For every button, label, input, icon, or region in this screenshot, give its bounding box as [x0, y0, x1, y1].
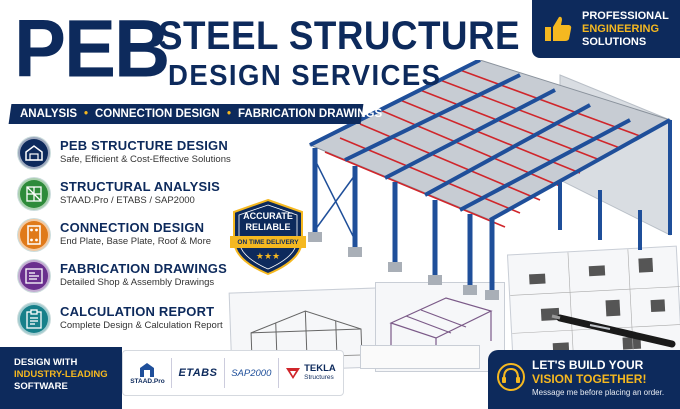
staad-building-icon — [140, 362, 155, 377]
software-label: DESIGN WITH INDUSTRY-LEADING SOFTWARE — [0, 347, 122, 409]
service-subtitle: Safe, Efficient & Cost-Effective Solutio… — [60, 154, 231, 165]
software-label-line-2: INDUSTRY-LEADING — [14, 369, 108, 380]
drawing-sheet-icon — [18, 260, 50, 292]
thumbs-up-icon — [545, 16, 572, 41]
software-label-line-3: SOFTWARE — [14, 381, 68, 392]
staad-logo: STAAD.Pro — [130, 362, 165, 385]
staad-label: STAAD.Pro — [130, 377, 165, 385]
strip-item-analysis: ANALYSIS — [20, 108, 78, 120]
etabs-label: ETABS — [178, 367, 218, 379]
service-subtitle: End Plate, Base Plate, Roof & More — [60, 236, 212, 247]
strip-dot: • — [226, 108, 231, 120]
service-item-connection-design: CONNECTION DESIGN End Plate, Base Plate,… — [18, 219, 211, 251]
professional-badge: PROFESSIONAL ENGINEERING SOLUTIONS — [532, 0, 680, 58]
title-line-1: STEEL STRUCTURE — [158, 14, 520, 58]
badge-line-2: ENGINEERING — [582, 22, 660, 35]
tekla-mark-icon — [286, 368, 301, 379]
service-subtitle: STAAD.Pro / ETABS / SAP2000 — [60, 195, 195, 206]
cta-note: Message me before placing an order. — [532, 388, 665, 397]
title-line-2: DESIGN SERVICES — [168, 60, 442, 92]
badge-line-3: SOLUTIONS — [582, 35, 647, 48]
cta-line-1: LET'S BUILD YOUR — [532, 358, 644, 372]
service-strip: ANALYSIS • CONNECTION DESIGN • FABRICATI… — [8, 104, 382, 124]
tekla-label: TEKLA — [304, 363, 336, 374]
software-logos: STAAD.Pro ETABS SAP2000 TEKLA Structures — [122, 350, 344, 396]
software-label-line-1: DESIGN WITH — [14, 357, 78, 368]
seal-stars: ★★★ — [255, 251, 281, 261]
logo-divider — [223, 358, 225, 388]
service-title: STRUCTURAL ANALYSIS — [60, 179, 221, 194]
service-title: CONNECTION DESIGN — [60, 220, 205, 235]
seal-ribbon: ON TIME DELIVERY — [237, 239, 299, 246]
seal-line-1: ACCURATE — [243, 211, 293, 221]
strip-dot: • — [84, 108, 89, 120]
logo-divider — [277, 358, 279, 388]
etabs-logo: ETABS — [179, 367, 218, 379]
service-item-fabrication-drawings: FABRICATION DRAWINGS Detailed Shop & Ass… — [18, 260, 227, 292]
tekla-sublabel: Structures — [304, 374, 334, 381]
grid-frame-icon — [18, 178, 50, 210]
headset-icon — [497, 363, 525, 391]
cta-line-2: VISION TOGETHER! — [532, 372, 647, 386]
sap-logo: SAP2000 — [231, 368, 271, 379]
service-item-peb-design: PEB STRUCTURE DESIGN Safe, Efficient & C… — [18, 137, 231, 169]
service-title: PEB STRUCTURE DESIGN — [60, 138, 228, 153]
drawing-sheet-bottom — [360, 345, 480, 369]
service-item-calculation-report: CALCULATION REPORT Complete Design & Cal… — [18, 303, 223, 335]
logo-divider — [171, 358, 173, 388]
service-subtitle: Complete Design & Calculation Report — [60, 320, 223, 331]
bolted-plate-icon — [18, 219, 50, 251]
service-item-structural-analysis: STRUCTURAL ANALYSIS STAAD.Pro / ETABS / … — [18, 178, 220, 210]
service-title: CALCULATION REPORT — [60, 304, 215, 319]
quality-seal: ACCURATE RELIABLE ON TIME DELIVERY ★★★ — [230, 198, 306, 276]
strip-item-connection: CONNECTION DESIGN — [95, 108, 220, 120]
building-frame — [308, 60, 672, 300]
clipboard-icon — [18, 303, 50, 335]
seal-line-2: RELIABLE — [245, 222, 291, 232]
service-subtitle: Detailed Shop & Assembly Drawings — [60, 277, 215, 288]
cta-box: LET'S BUILD YOUR VISION TOGETHER! Messag… — [488, 350, 680, 409]
pen-icon — [551, 314, 676, 348]
peb-title: PEB — [14, 1, 170, 95]
warehouse-icon — [18, 137, 50, 169]
service-title: FABRICATION DRAWINGS — [60, 261, 227, 276]
strip-item-fabrication: FABRICATION DRAWINGS — [237, 108, 382, 120]
steel-building-illustration — [228, 60, 680, 375]
badge-line-1: PROFESSIONAL — [582, 9, 669, 22]
tekla-logo: TEKLA Structures — [285, 364, 336, 382]
sap-label: SAP2000 — [231, 367, 272, 379]
